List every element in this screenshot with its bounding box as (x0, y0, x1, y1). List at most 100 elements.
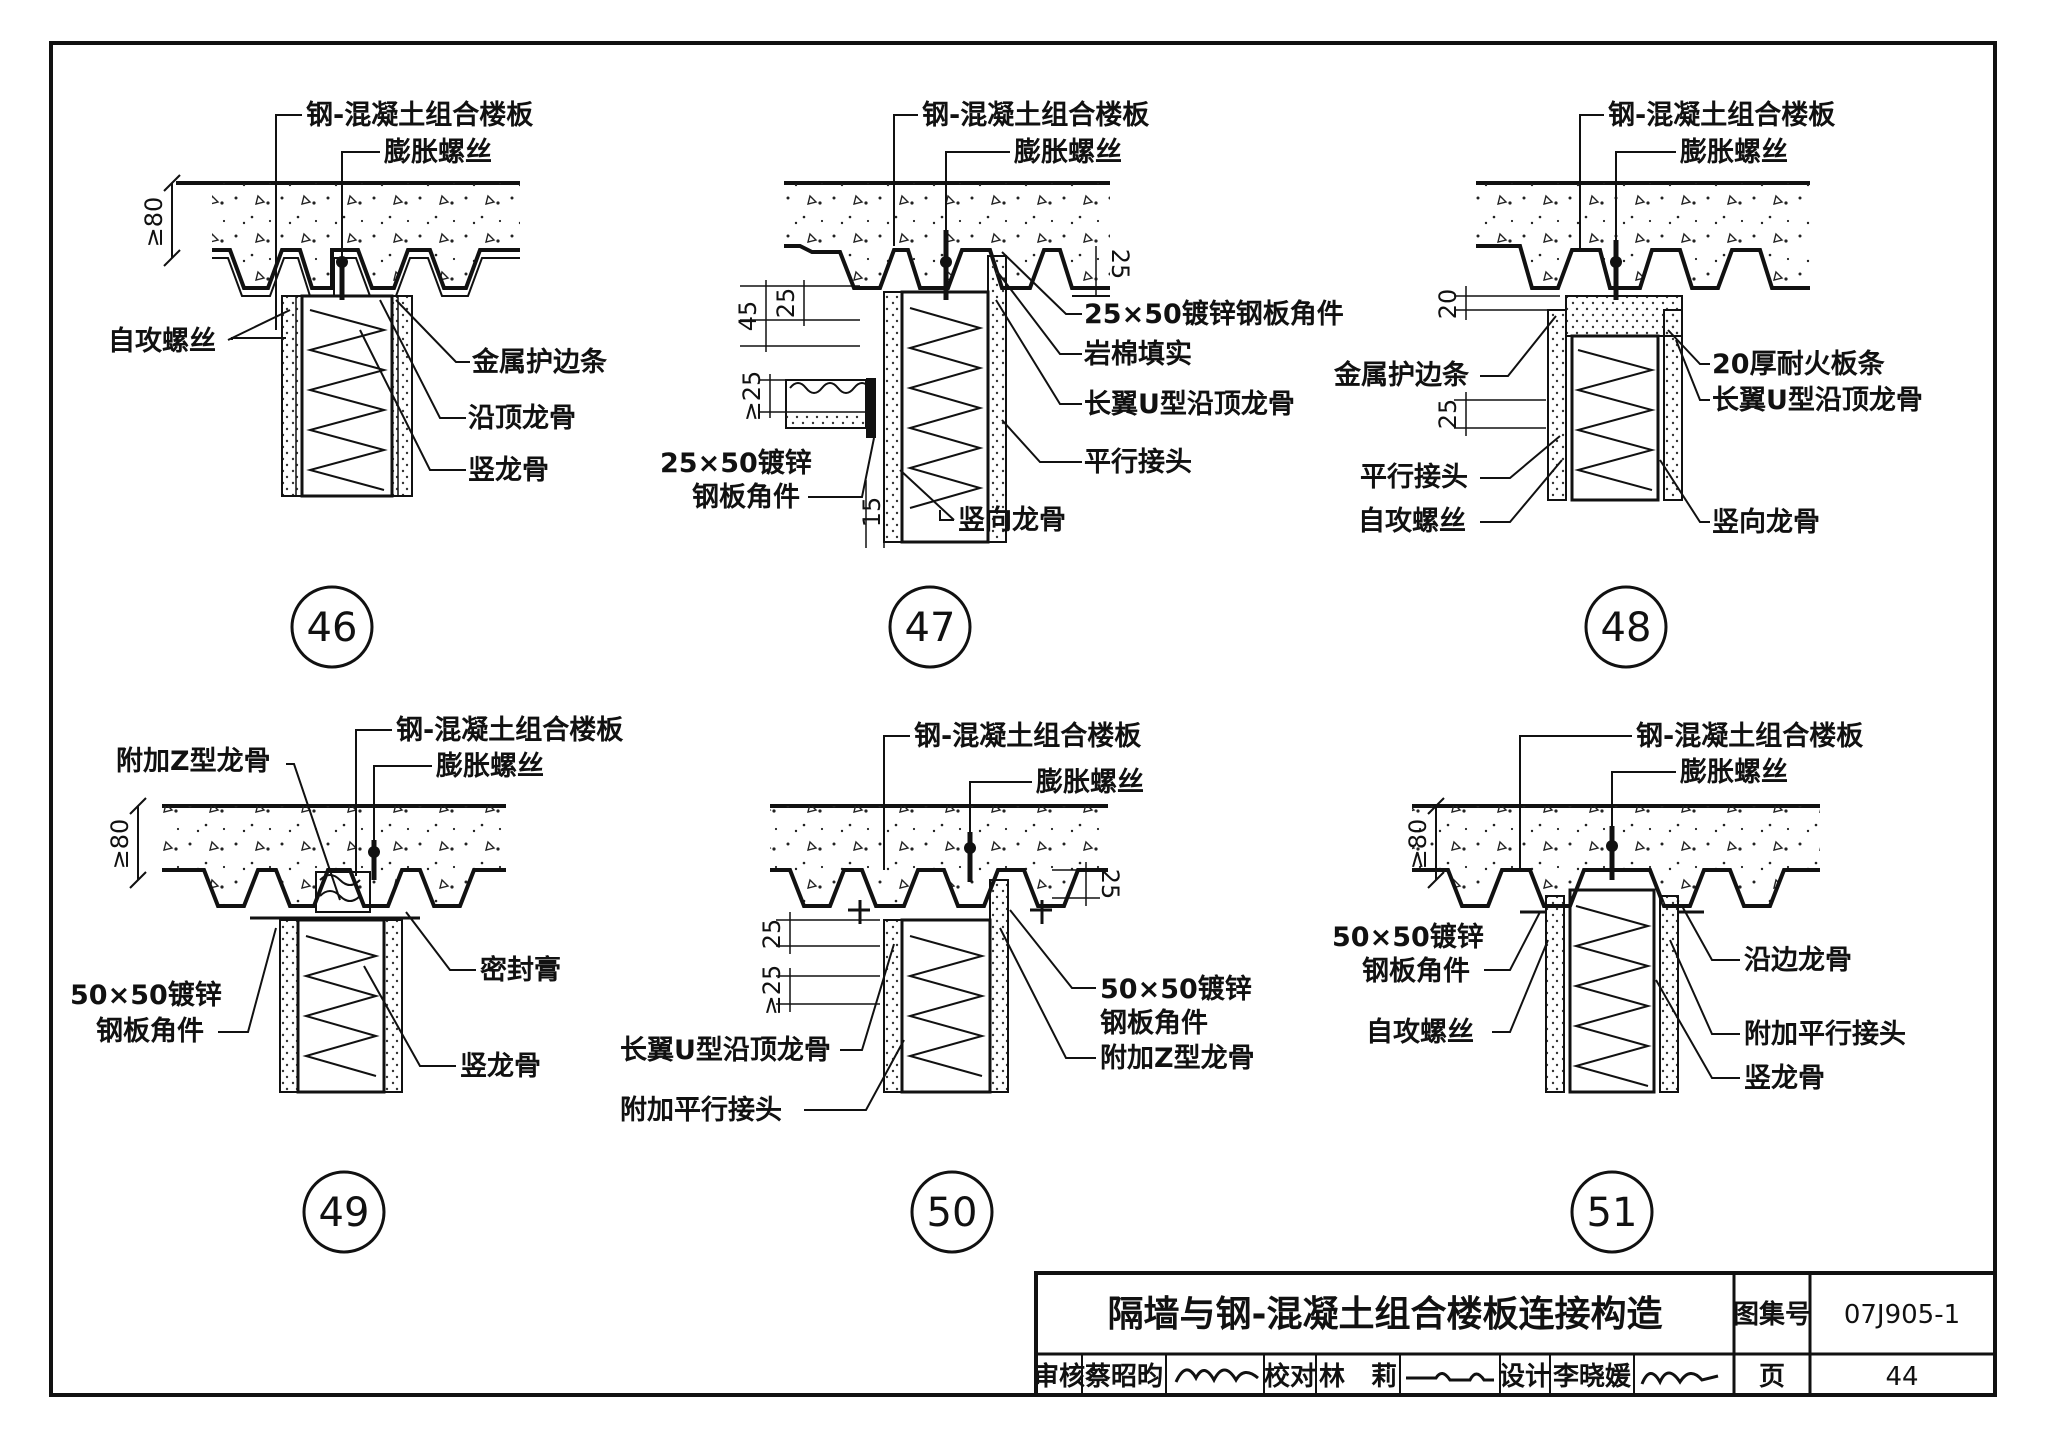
partition-wall (1547, 295, 1683, 502)
title-block: 隔墙与钢-混凝土组合楼板连接构造 图集号 07J905-1 审核 蔡昭昀 校对 … (1033, 1271, 1997, 1397)
detail-51: ≥80 钢-混凝土组合楼板 膨胀螺丝 50×50镀锌 钢板角件 沿边龙骨 自攻螺… (1332, 720, 1906, 1254)
label-edge: 金属护边条 (1333, 359, 1470, 391)
composite-slab (1412, 804, 1820, 908)
composite-slab (770, 804, 1108, 908)
label-slab: 钢-混凝土组合楼板 (1608, 99, 1835, 131)
label-anchor: 膨胀螺丝 (384, 137, 492, 168)
label-angle-1: 50×50镀锌 (1100, 974, 1252, 1005)
dim-1: 45 (734, 301, 762, 332)
page-number: 44 (1885, 1362, 1918, 1392)
dim-3: ≥25 (758, 965, 786, 1016)
composite-slab (162, 804, 506, 908)
label-joint: 平行接头 (1360, 461, 1468, 493)
label-slab: 钢-混凝土组合楼板 (1636, 720, 1863, 752)
label-sealant: 密封膏 (480, 954, 561, 986)
label-angle-2: 钢板角件 (1362, 955, 1470, 987)
detail-49: ≥80 附加Z型龙骨 钢-混凝土组合楼板 膨胀螺丝 密封膏 50×50镀锌 钢板… (70, 714, 623, 1254)
label-edge-stud: 沿边龙骨 (1744, 945, 1852, 976)
label-stud: 竖龙骨 (1744, 1063, 1825, 1094)
label-top-track: 长翼U型沿顶龙骨 (1084, 389, 1295, 420)
label-top-track: 沿顶龙骨 (468, 403, 576, 434)
label-z-stud: 附加Z型龙骨 (116, 746, 271, 777)
atlas-label: 图集号 (1733, 1299, 1811, 1330)
label-screw: 自攻螺丝 (1366, 1016, 1474, 1048)
detail-50: 25 ≥25 25 钢-混凝土组合楼板 膨胀螺丝 50×50镀锌 钢板角件 附加… (620, 720, 1255, 1254)
label-joint: 平行接头 (1084, 446, 1192, 478)
dim-1: 25 (758, 919, 786, 950)
detail-number: 48 (1601, 605, 1652, 651)
check-label: 校对 (1264, 1361, 1316, 1392)
detail-47: 45 25 ≥25 25 15 钢-混凝土组合楼板 膨胀螺丝 25×50镀锌钢板… (660, 99, 1344, 669)
composite-slab (176, 181, 520, 297)
detail-number-circle (290, 585, 374, 669)
detail-number: 51 (1587, 1190, 1638, 1236)
label-edge: 金属护边条 (471, 346, 608, 378)
outer-frame (49, 41, 1997, 1397)
label-slab: 钢-混凝土组合楼板 (922, 99, 1149, 131)
label-angle-2: 钢板角件 (96, 1015, 204, 1047)
dim-2: 25 (772, 288, 800, 319)
label-anchor: 膨胀螺丝 (436, 751, 544, 782)
reviewer-name: 蔡昭昀 (1085, 1361, 1163, 1392)
atlas-number: 07J905-1 (1844, 1300, 1960, 1330)
dim-2: 25 (1096, 869, 1124, 900)
partition-wall (1520, 888, 1704, 1094)
composite-slab (1476, 181, 1810, 290)
detail-46: ≥80 钢-混凝土组合楼板 膨胀螺丝 自攻螺丝 金属护边条 沿顶龙骨 竖龙骨 4… (108, 99, 608, 669)
label-stud: 竖向龙骨 (1712, 506, 1820, 538)
label-joint: 附加平行接头 (620, 1094, 782, 1126)
label-screw: 自攻螺丝 (1358, 505, 1466, 537)
label-joint: 附加平行接头 (1744, 1018, 1906, 1050)
label-top-track: 长翼U型沿顶龙骨 (620, 1035, 831, 1066)
detail-number: 50 (927, 1190, 978, 1236)
label-anchor: 膨胀螺丝 (1036, 767, 1144, 798)
designer-signature (1640, 1371, 1719, 1386)
partition-wall (281, 294, 413, 498)
dim-3: ≥25 (738, 371, 766, 422)
label-angle-right: 25×50镀锌钢板角件 (1084, 298, 1344, 330)
partition-wall (785, 255, 1007, 544)
dim-slab-thk: ≥80 (1404, 819, 1432, 870)
detail-number: 47 (905, 605, 956, 651)
label-slab: 钢-混凝土组合楼板 (914, 720, 1141, 752)
label-anchor: 膨胀螺丝 (1014, 137, 1122, 168)
partition-wall (250, 871, 420, 1094)
expansion-anchor-symbol (336, 256, 348, 300)
dim-5: 15 (858, 497, 886, 528)
page-label: 页 (1759, 1362, 1785, 1392)
dim-1: 20 (1434, 289, 1462, 320)
label-top-track: 长翼U型沿顶龙骨 (1712, 385, 1923, 416)
label-slab: 钢-混凝土组合楼板 (396, 714, 623, 746)
review-label: 审核 (1033, 1361, 1085, 1392)
partition-wall (848, 879, 1052, 1094)
dim-2: 25 (1434, 399, 1462, 430)
label-stud: 竖向龙骨 (958, 504, 1066, 536)
reviewer-signature (1174, 1368, 1259, 1384)
label-stud: 竖龙骨 (460, 1051, 541, 1082)
label-anchor: 膨胀螺丝 (1680, 757, 1788, 788)
label-angle-2: 钢板角件 (1100, 1007, 1208, 1039)
design-label: 设计 (1499, 1362, 1551, 1392)
label-fill: 岩棉填实 (1083, 338, 1192, 370)
label-slab: 钢-混凝土组合楼板 (306, 99, 533, 131)
label-anchor: 膨胀螺丝 (1680, 137, 1788, 168)
dim-slab-thk: ≥80 (140, 197, 168, 248)
detail-number: 49 (319, 1190, 370, 1236)
drawing-title: 隔墙与钢-混凝土组合楼板连接构造 (1108, 1294, 1663, 1335)
label-stud: 竖龙骨 (468, 455, 549, 486)
detail-number: 46 (307, 605, 358, 651)
label-angle-left-2: 钢板角件 (692, 481, 800, 513)
label-z-stud: 附加Z型龙骨 (1100, 1043, 1255, 1074)
designer-name: 李晓媛 (1552, 1362, 1632, 1392)
label-screw: 自攻螺丝 (108, 325, 216, 357)
checker-signature (1406, 1372, 1494, 1382)
dim-slab-thk: ≥80 (106, 819, 134, 870)
label-angle-1: 50×50镀锌 (70, 980, 222, 1011)
label-angle-1: 50×50镀锌 (1332, 922, 1484, 953)
detail-48: 20 25 钢-混凝土组合楼板 膨胀螺丝 金属护边条 20厚耐火板条 长翼U型沿… (1333, 99, 1923, 669)
label-board: 20厚耐火板条 (1712, 349, 1886, 380)
checker-name: 林 莉 (1319, 1362, 1397, 1392)
dim-4: 25 (1106, 249, 1134, 280)
label-angle-left-1: 25×50镀锌 (660, 448, 812, 479)
